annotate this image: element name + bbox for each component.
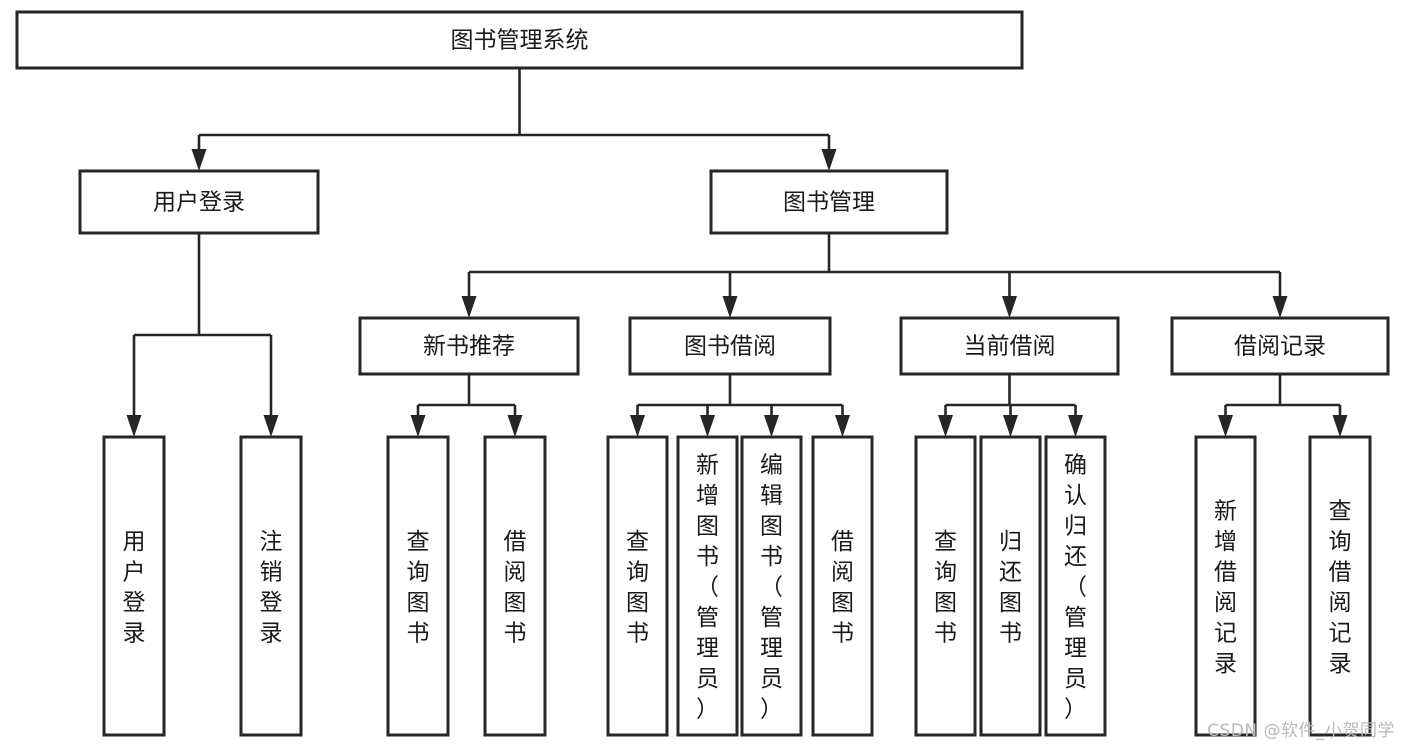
node-leaf-query-borrow-record[interactable]: 查询借阅记录 (1308, 435, 1372, 737)
node-label: 查询借阅记录 (1329, 498, 1352, 677)
node-label: 归还图书 (999, 529, 1022, 647)
node-leaf-query-book-borrow[interactable]: 查询图书 (606, 435, 669, 737)
node-label: 查询图书 (626, 529, 649, 647)
arrowhead-icon (1272, 296, 1288, 318)
node-user-login[interactable]: 用户登录 (78, 169, 320, 235)
node-leaf-confirm-return-admin[interactable]: 确认归还（管理员） (1044, 435, 1107, 737)
arrowhead-icon (938, 415, 953, 437)
node-label: 查询图书 (934, 529, 957, 647)
arrowhead-icon (1003, 415, 1018, 437)
node-label: 新增图书（管理员） (696, 453, 719, 723)
node-box (358, 316, 580, 376)
arrowhead-icon (1068, 415, 1083, 437)
node-label: 图书借阅 (684, 334, 776, 360)
node-label: 确认归还（管理员） (1064, 453, 1087, 723)
node-box (628, 316, 832, 376)
node-book-manage[interactable]: 图书管理 (709, 169, 949, 235)
node-leaf-add-borrow-record[interactable]: 新增借阅记录 (1194, 435, 1257, 737)
node-label: 当前借阅 (964, 334, 1056, 360)
node-label: 借阅图书 (831, 529, 854, 647)
node-box (979, 435, 1042, 737)
node-box (78, 169, 320, 235)
arrowhead-icon (461, 296, 477, 318)
node-box (386, 435, 450, 737)
arrowhead-icon (191, 149, 207, 171)
node-leaf-query-book-rec[interactable]: 查询图书 (386, 435, 450, 737)
node-box (740, 435, 803, 737)
node-book-borrow[interactable]: 图书借阅 (628, 316, 832, 376)
nodes-layer: 图书管理系统用户登录图书管理新书推荐图书借阅当前借阅借阅记录用户登录注销登录查询… (15, 10, 1390, 737)
node-leaf-return-book[interactable]: 归还图书 (979, 435, 1042, 737)
arrowhead-icon (1002, 296, 1017, 318)
node-box (1044, 435, 1107, 737)
node-leaf-logout[interactable]: 注销登录 (239, 435, 303, 737)
node-root[interactable]: 图书管理系统 (15, 10, 1024, 70)
node-label: 图书管理系统 (451, 28, 589, 54)
node-leaf-user-login[interactable]: 用户登录 (102, 435, 166, 737)
node-box (239, 435, 303, 737)
arrowhead-icon (764, 415, 779, 437)
node-label: 用户登录 (153, 190, 245, 216)
node-box (914, 435, 977, 737)
csdn-watermark: CSDN @软件_小贺同学 (1207, 721, 1395, 741)
node-label: 图书管理 (783, 190, 875, 216)
node-leaf-add-book-admin[interactable]: 新增图书（管理员） (676, 435, 739, 737)
node-borrow-record[interactable]: 借阅记录 (1170, 316, 1390, 376)
arrowhead-icon (126, 415, 142, 437)
node-box (811, 435, 874, 737)
arrowhead-icon (722, 296, 738, 318)
node-leaf-borrow-book-rec[interactable]: 借阅图书 (483, 435, 547, 737)
arrowhead-icon (700, 415, 715, 437)
node-label: 借阅记录 (1234, 334, 1326, 360)
node-box (1170, 316, 1390, 376)
node-box (676, 435, 739, 737)
node-label: 新书推荐 (423, 334, 515, 360)
arrowhead-icon (1218, 415, 1233, 437)
node-leaf-edit-book-admin[interactable]: 编辑图书（管理员） (740, 435, 803, 737)
node-label: 编辑图书（管理员） (760, 453, 783, 723)
node-label: 注销登录 (260, 529, 283, 647)
node-current-borrow[interactable]: 当前借阅 (899, 316, 1120, 376)
arrowhead-icon (1332, 415, 1348, 437)
arrowhead-icon (835, 415, 850, 437)
arrowhead-icon (263, 415, 279, 437)
arrowhead-icon (630, 415, 645, 437)
node-box (15, 10, 1024, 70)
node-box (102, 435, 166, 737)
node-box (1194, 435, 1257, 737)
node-new-book-recommend[interactable]: 新书推荐 (358, 316, 580, 376)
node-leaf-borrow-book[interactable]: 借阅图书 (811, 435, 874, 737)
node-box (606, 435, 669, 737)
node-label: 新增借阅记录 (1214, 498, 1237, 677)
node-box (709, 169, 949, 235)
node-label: 借阅图书 (504, 529, 527, 647)
node-label: 查询图书 (407, 529, 430, 647)
arrowhead-icon (821, 149, 837, 171)
arrowhead-icon (410, 415, 426, 437)
edges-layer (126, 68, 1348, 437)
node-leaf-query-book-cur[interactable]: 查询图书 (914, 435, 977, 737)
node-label: 用户登录 (123, 529, 146, 647)
node-box (483, 435, 547, 737)
arrowhead-icon (507, 415, 523, 437)
node-box (1308, 435, 1372, 737)
node-box (899, 316, 1120, 376)
